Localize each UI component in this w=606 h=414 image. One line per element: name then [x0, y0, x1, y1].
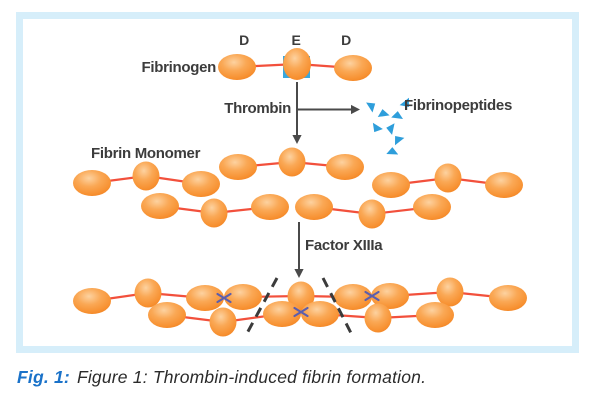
fibrin-monomer-top-domain	[182, 171, 220, 197]
crosslinked-fibrin-top-domain	[371, 283, 409, 309]
crosslink-x-mark	[216, 292, 232, 304]
label-factor-xiiia: Factor XIIIa	[305, 237, 383, 254]
crosslink-x-mark	[293, 306, 309, 318]
fibrin-monomer-top-domain	[219, 154, 257, 180]
crosslinked-fibrin-top-domain	[224, 284, 262, 310]
fibrin-monomer-top-domain	[485, 172, 523, 198]
fibrin-monomer-top-domain	[132, 161, 160, 191]
crosslinked-fibrin-top-domain	[287, 281, 315, 311]
label-domain-e: E	[291, 32, 300, 48]
crosslinked-fibrin-top-domain	[489, 285, 527, 311]
label-thrombin: Thrombin	[224, 100, 291, 117]
caption-prefix: Fig. 1:	[17, 367, 70, 387]
protein-domains-layer	[73, 48, 527, 337]
crosslinked-fibrin-top-domain	[334, 284, 372, 310]
fibrinopeptide-fragment	[391, 111, 403, 120]
factor-xiiia-arrow-head	[294, 269, 304, 278]
crosslinked-fibrin-bottom-domain	[148, 302, 186, 328]
crosslink-x-mark	[364, 290, 380, 302]
crosslinked-fibrin-top-domain	[73, 288, 111, 314]
crosslinked-fibrin-bottom-domain	[416, 302, 454, 328]
fibrin-monomer-top-domain	[73, 170, 111, 196]
fibrin-monomer-bottom-domain	[200, 198, 228, 228]
fibrin-monomer-bottom-domain	[141, 193, 179, 219]
crosslinked-fibrin-top-domain	[436, 277, 464, 307]
crosslinked-fibrin-bottom-domain	[209, 307, 237, 337]
figure-svg: D E D Fibrinogen Thrombin Fibrinopeptide…	[16, 12, 579, 353]
fibrinopeptide-fragment	[377, 109, 390, 117]
label-domain-d-right: D	[341, 32, 351, 48]
overlay-layer	[216, 82, 409, 338]
fibrin-monomer-bottom-domain	[295, 194, 333, 220]
label-domain-d-left: D	[239, 32, 249, 48]
crosslinked-fibrin-bottom-domain	[301, 301, 339, 327]
fibrinopeptide-fragment	[386, 147, 399, 155]
crosslinked-fibrin-top-domain	[134, 278, 162, 308]
fibrinopeptide-fragment	[386, 123, 395, 135]
fibrin-monomer-bottom-domain	[413, 194, 451, 220]
cleavage-dashed-line	[243, 277, 279, 338]
crosslinked-fibrin-bottom-domain	[364, 303, 392, 333]
fibrin-monomer-top-domain	[372, 172, 410, 198]
fibrin-monomer-top-domain	[326, 154, 364, 180]
cleavage-dashed-line	[321, 277, 355, 338]
label-fibrinogen: Fibrinogen	[142, 59, 217, 76]
crosslinked-fibrin-top-domain	[186, 285, 224, 311]
fibrinogen-domain	[334, 55, 372, 81]
fibrin-monomer-top-domain	[278, 147, 306, 177]
fibrin-monomer-bottom-domain	[358, 199, 386, 229]
labels-layer: D E D Fibrinogen Thrombin Fibrinopeptide…	[91, 32, 512, 254]
fibrinopeptide-fragment	[399, 97, 409, 107]
fibrin-monomer-top-domain	[434, 163, 462, 193]
fibrinopeptide-fragment	[366, 102, 376, 113]
label-fibrinopeptides: Fibrinopeptides	[404, 97, 512, 114]
fibrin-monomer-bottom-domain	[251, 194, 289, 220]
thrombin-branch-arrow-head	[351, 104, 360, 115]
fibrinogen-domain	[283, 48, 311, 80]
label-fibrin-monomer: Fibrin Monomer	[91, 145, 201, 162]
fibrinopeptide-fragment	[395, 136, 405, 146]
thrombin-down-arrow-head	[292, 135, 302, 144]
caption-text: Figure 1: Thrombin-induced fibrin format…	[76, 367, 427, 387]
figure-caption: Fig. 1: Figure 1: Thrombin-induced fibrin…	[17, 367, 426, 388]
fibrinopeptide-fragment	[372, 122, 383, 133]
crosslinked-fibrin-bottom-domain	[263, 301, 301, 327]
fibrinogen-domain	[218, 54, 256, 80]
